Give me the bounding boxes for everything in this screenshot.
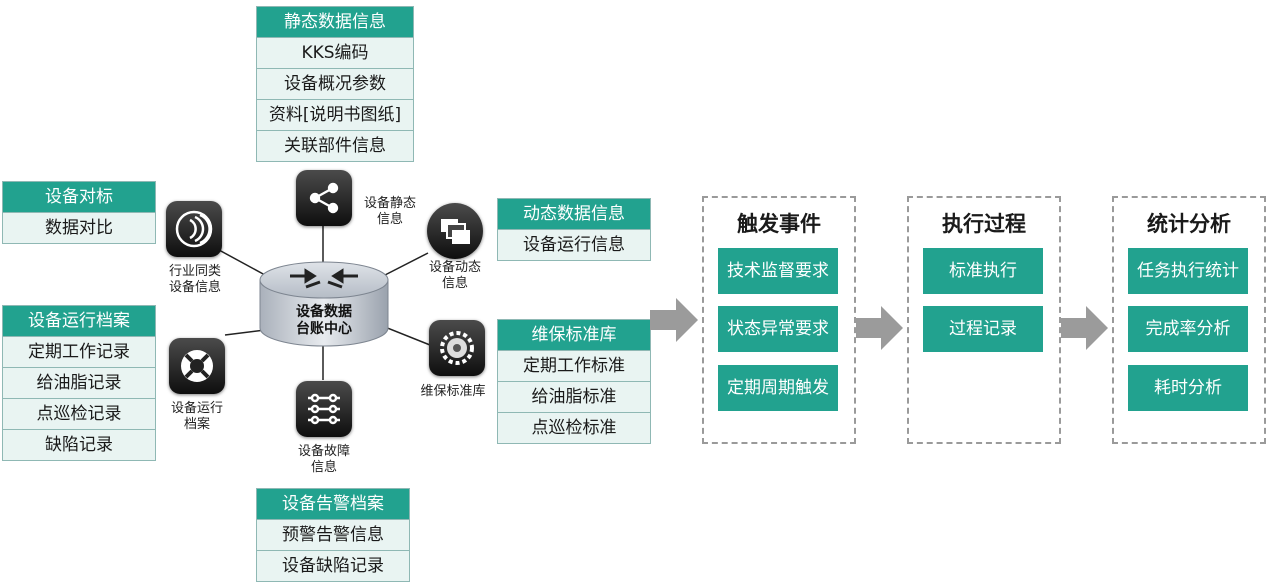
maint-std-table: 维保标准库 定期工作标准 给油脂标准 点巡检标准 <box>497 319 651 444</box>
industry-icon-caption-1: 行业同类 <box>168 264 221 279</box>
maint-icon-caption: 维保标准库 <box>420 384 486 399</box>
windows-icon <box>441 219 470 244</box>
cylinder-icon <box>259 261 389 347</box>
static-info-title: 静态数据信息 <box>257 7 413 38</box>
industry-icon-caption-2: 设备信息 <box>168 280 221 295</box>
center-label-line1: 设备数据 <box>296 304 352 320</box>
dynamic-info-title: 动态数据信息 <box>498 199 650 230</box>
statistics-item-button[interactable]: 完成率分析 <box>1128 306 1248 352</box>
maint-std-icon-tile[interactable] <box>429 320 485 376</box>
static-info-row: 资料[说明书图纸] <box>257 100 413 131</box>
process-statistics-box: 统计分析 任务执行统计 完成率分析 耗时分析 <box>1112 196 1266 444</box>
gear-icon <box>440 331 474 365</box>
process-execution-title: 执行过程 <box>942 212 1026 236</box>
alarm-archive-row: 预警告警信息 <box>257 520 409 551</box>
industry-info-icon-tile[interactable] <box>166 201 222 257</box>
fault-icon-caption-1: 设备故障 <box>297 444 350 459</box>
share-icon <box>309 182 339 214</box>
benchmark-title: 设备对标 <box>3 182 155 213</box>
static-icon-caption-1: 设备静态 <box>363 196 416 211</box>
run-archive-row: 定期工作记录 <box>3 337 155 368</box>
benchmark-row: 数据对比 <box>3 213 155 243</box>
dynamic-icon-caption-1: 设备动态 <box>428 260 481 275</box>
run-archive-icon-tile[interactable] <box>169 338 225 394</box>
maint-std-title: 维保标准库 <box>498 320 650 351</box>
static-info-row: 设备概况参数 <box>257 69 413 100</box>
execution-item-button[interactable]: 标准执行 <box>923 248 1043 294</box>
fault-icon-caption-2: 信息 <box>310 460 337 475</box>
trigger-item-button[interactable]: 技术监督要求 <box>718 248 838 294</box>
static-info-row: KKS编码 <box>257 38 413 69</box>
process-execution-box: 执行过程 标准执行 过程记录 <box>907 196 1061 444</box>
dynamic-info-table: 动态数据信息 设备运行信息 <box>497 198 651 261</box>
static-info-icon-tile[interactable] <box>296 170 352 226</box>
data-ledger-center: 设备数据 台账中心 <box>258 258 390 348</box>
process-statistics-title: 统计分析 <box>1147 212 1231 236</box>
dynamic-info-row: 设备运行信息 <box>498 230 650 260</box>
static-info-row: 关联部件信息 <box>257 131 413 161</box>
statistics-item-button[interactable]: 耗时分析 <box>1128 365 1248 411</box>
run-icon-caption-1: 设备运行 <box>170 401 223 416</box>
static-info-table: 静态数据信息 KKS编码 设备概况参数 资料[说明书图纸] 关联部件信息 <box>256 6 414 162</box>
center-label-line2: 台账中心 <box>296 321 352 337</box>
flow-arrow-icon <box>650 298 698 342</box>
run-archive-title: 设备运行档案 <box>3 306 155 337</box>
alarm-archive-row: 设备缺陷记录 <box>257 551 409 581</box>
statistics-item-button[interactable]: 任务执行统计 <box>1128 248 1248 294</box>
flow-arrow-icon <box>1060 306 1108 350</box>
process-trigger-box: 触发事件 技术监督要求 状态异常要求 定期周期触发 <box>702 196 856 444</box>
settings-sliders-icon <box>308 393 340 425</box>
process-trigger-title: 触发事件 <box>737 212 821 236</box>
static-icon-caption-2: 信息 <box>376 212 403 227</box>
run-icon-caption-2: 档案 <box>183 417 210 432</box>
benchmark-table: 设备对标 数据对比 <box>2 181 156 244</box>
trigger-item-button[interactable]: 定期周期触发 <box>718 365 838 411</box>
execution-item-button[interactable]: 过程记录 <box>923 306 1043 352</box>
maint-std-row: 给油脂标准 <box>498 382 650 413</box>
alarm-archive-table: 设备告警档案 预警告警信息 设备缺陷记录 <box>256 488 410 582</box>
maint-std-row: 点巡检标准 <box>498 413 650 443</box>
trigger-item-button[interactable]: 状态异常要求 <box>718 306 838 352</box>
lifebuoy-icon <box>181 350 213 382</box>
signal-icon <box>175 210 213 248</box>
alarm-archive-title: 设备告警档案 <box>257 489 409 520</box>
dynamic-icon-caption-2: 信息 <box>441 276 468 291</box>
fault-info-icon-tile[interactable] <box>296 381 352 437</box>
run-archive-row: 缺陷记录 <box>3 430 155 460</box>
dynamic-info-icon-tile[interactable] <box>427 203 483 259</box>
flow-arrow-icon <box>855 306 903 350</box>
maint-std-row: 定期工作标准 <box>498 351 650 382</box>
run-archive-table: 设备运行档案 定期工作记录 给油脂记录 点巡检记录 缺陷记录 <box>2 305 156 461</box>
run-archive-row: 点巡检记录 <box>3 399 155 430</box>
run-archive-row: 给油脂记录 <box>3 368 155 399</box>
